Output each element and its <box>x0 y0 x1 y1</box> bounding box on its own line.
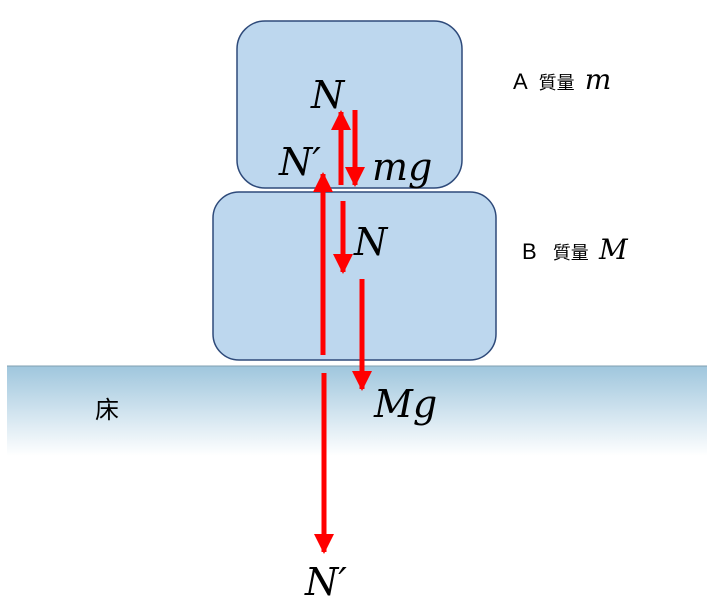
block-b-mass-word: 質量 <box>552 243 589 264</box>
block-a-letter: A <box>513 69 527 94</box>
block-a-caption: A 質量 m <box>513 66 611 94</box>
label-n-on-a: N <box>311 73 345 117</box>
label-n-prime-top: N′ <box>279 140 321 184</box>
block-a-mass-word: 質量 <box>538 73 575 94</box>
block-b-letter: B <box>522 239 537 264</box>
block-a-mass-symbol: m <box>584 63 612 96</box>
label-n-on-b: N <box>354 220 388 264</box>
block-b <box>212 191 497 361</box>
label-Mg: Mg <box>374 382 438 426</box>
block-a <box>236 20 463 189</box>
label-mg: mg <box>372 145 433 189</box>
block-b-mass-symbol: M <box>598 233 628 266</box>
floor-label: 床 <box>95 396 119 424</box>
block-b-caption: B 質量 M <box>522 236 628 264</box>
label-n-prime-bottom: N′ <box>305 560 347 604</box>
